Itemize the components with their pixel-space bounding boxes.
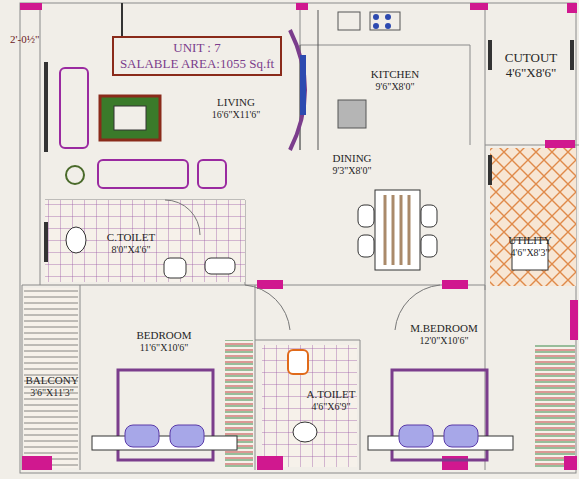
common-toilet: C.TOILET8'0"X4'6"	[107, 231, 155, 255]
room-dimension: 11'6"X10'6"	[136, 342, 191, 354]
room-dimension: 16'6"X11'6"	[212, 109, 261, 121]
room-name: UNIT : 7	[120, 40, 274, 56]
room-name: KITCHEN	[371, 68, 419, 81]
room-dimension: SALABLE AREA:1055 Sq.ft	[120, 56, 274, 72]
room-name: C.TOILET	[107, 231, 155, 244]
bedroom: BEDROOM11'6"X10'6"	[136, 329, 191, 353]
master-bedroom: M.BEDROOM12'0"X10'6"	[410, 322, 478, 346]
dimension-label: 2'-0½"	[10, 33, 39, 45]
dining-area: DINING9'3"X8'0"	[332, 152, 371, 176]
room-dimension: 4'6"X8'3"	[508, 247, 551, 259]
room-dimension: 8'0"X4'6"	[107, 244, 155, 256]
room-dimension: 4'6"X8'6"	[505, 66, 557, 81]
room-name: M.BEDROOM	[410, 322, 478, 335]
room-name: BEDROOM	[136, 329, 191, 342]
room-dimension: 4'6"X6'9"	[307, 401, 356, 413]
balcony: BALCONY3'6"X11'3"	[25, 374, 78, 398]
room-dimension: 12'0"X10'6"	[410, 335, 478, 347]
room-dimension: 9'6"X8'0"	[371, 81, 419, 93]
kitchen-room: KITCHEN9'6"X8'0"	[371, 68, 419, 92]
room-name: LIVING	[212, 96, 261, 109]
room-dimension: 9'3"X8'0"	[332, 165, 371, 177]
room-name: CUTOUT	[505, 51, 557, 66]
living-room: LIVING16'6"X11'6"	[212, 96, 261, 120]
room-dimension: 3'6"X11'3"	[25, 387, 78, 399]
cutout-area: CUTOUT4'6"X8'6"	[505, 51, 557, 81]
room-name: A.TOILET	[307, 388, 356, 401]
room-name: BALCONY	[25, 374, 78, 387]
room-name: DINING	[332, 152, 371, 165]
unit-label-box: UNIT : 7SALABLE AREA:1055 Sq.ft	[112, 36, 282, 77]
attached-toilet: A.TOILET4'6"X6'9"	[307, 388, 356, 412]
utility-area: UTILITY4'6"X8'3"	[508, 234, 551, 258]
room-name: UTILITY	[508, 234, 551, 247]
